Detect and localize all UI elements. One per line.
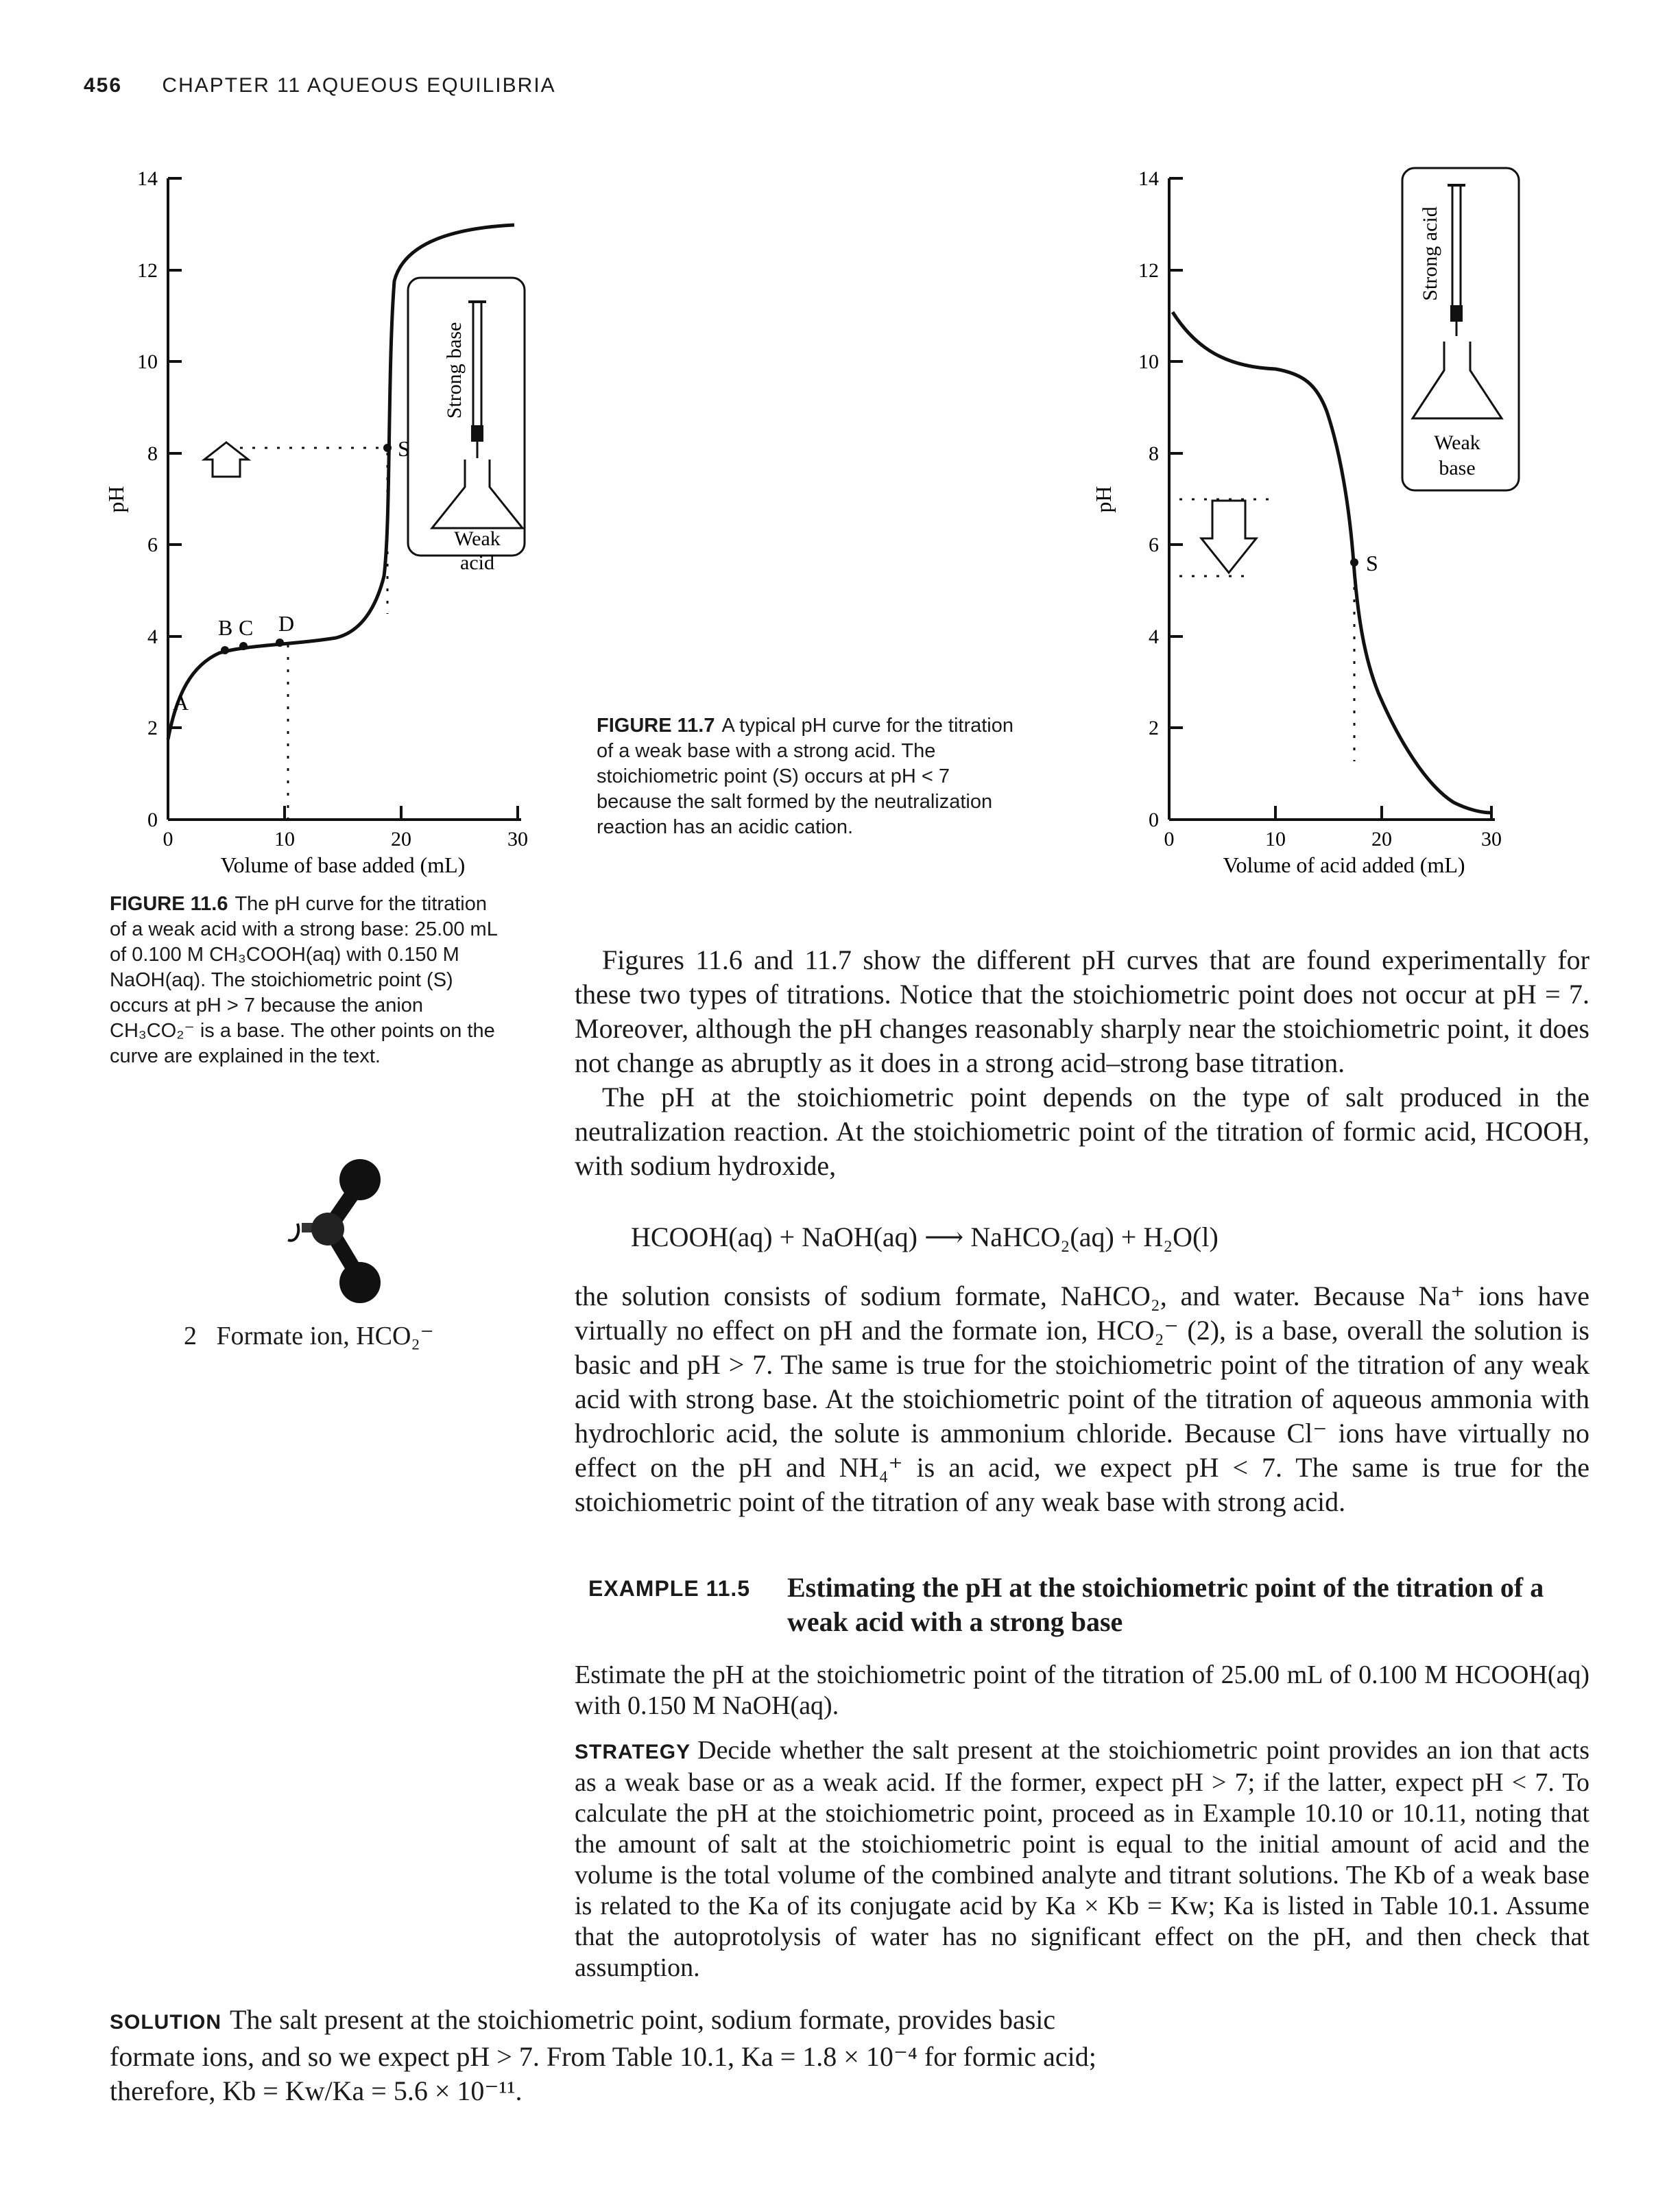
burette-label: Strong acid — [1419, 206, 1441, 300]
example-title: Estimating the pH at the stoichiometric … — [787, 1572, 1544, 1637]
y-tick: 6 — [1149, 534, 1159, 556]
y-tick: 8 — [1149, 442, 1159, 465]
caption-text: A typical pH curve for the titration of … — [597, 715, 1013, 838]
titration-curve — [166, 223, 515, 740]
x-tick: 20 — [1371, 828, 1392, 850]
y-tick: 14 — [1138, 167, 1159, 190]
chapter-title: CHAPTER 11 AQUEOUS EQUILIBRIA — [162, 74, 556, 97]
figure-11-6: 14 12 10 8 6 4 2 0 0 10 20 30 pH Volume … — [104, 167, 528, 877]
solution-label: SOLUTION — [110, 2011, 221, 2034]
titration-curve — [1171, 311, 1492, 815]
x-tick: 30 — [1481, 828, 1502, 850]
burette-label: Strong base — [443, 322, 466, 419]
y-tick: 8 — [147, 442, 158, 465]
caption-text: The pH curve for the titration of a weak… — [110, 893, 497, 1067]
y-tick: 0 — [147, 809, 158, 831]
solution-text: The salt present at the stoichiometric p… — [110, 2004, 1096, 2106]
point-label-s: S — [1366, 551, 1378, 575]
y-tick: 0 — [1149, 809, 1159, 831]
flask-label: base — [1439, 457, 1475, 479]
x-tick: 10 — [274, 828, 295, 850]
x-tick: 30 — [507, 828, 528, 850]
figure-11-7: 14 12 10 8 6 4 2 0 0 10 20 30 pH Volume … — [1091, 167, 1520, 877]
x-axis-label: Volume of acid added (mL) — [1223, 853, 1465, 877]
formate-ion-model — [287, 1159, 381, 1303]
x-tick: 20 — [391, 828, 411, 850]
page-number: 456 — [84, 74, 123, 97]
x-tick: 0 — [163, 828, 173, 850]
body-text: Figures 11.6 and 11.7 show the different… — [575, 943, 1589, 1183]
problem-text: Estimate the pH at the stoichiometric po… — [575, 1660, 1589, 1720]
arrow-down-icon — [1199, 499, 1259, 575]
y-tick: 10 — [1138, 350, 1159, 373]
y-tick: 10 — [137, 350, 158, 373]
strategy-text: Decide whether the salt present at the s… — [575, 1736, 1589, 1982]
y-tick: 2 — [1149, 717, 1159, 739]
point-label-b: B — [218, 615, 232, 640]
compound-number: 2 — [184, 1322, 197, 1350]
point-label-s: S — [398, 436, 410, 461]
y-tick: 12 — [1138, 259, 1159, 282]
y-tick: 4 — [147, 626, 158, 648]
paragraph: Figures 11.6 and 11.7 show the different… — [575, 944, 1589, 1078]
molecule-caption: 2 Formate ion, HCO₂⁻ — [184, 1320, 434, 1351]
y-tick: 12 — [137, 259, 158, 282]
x-axis-label: Volume of base added (mL) — [221, 853, 466, 877]
flask-label: Weak — [454, 527, 501, 550]
caption-label: FIGURE 11.7 — [597, 715, 715, 737]
y-axis-label: pH — [1091, 486, 1116, 512]
y-tick: 14 — [137, 167, 158, 190]
page-header: 456 CHAPTER 11 AQUEOUS EQUILIBRIA — [84, 74, 556, 97]
y-tick: 6 — [147, 534, 158, 556]
flask-label: acid — [460, 551, 494, 574]
y-tick: 2 — [147, 717, 158, 739]
example-tag: EXAMPLE 11.5 — [588, 1576, 751, 1601]
point-label-d: D — [278, 611, 294, 636]
example-problem: Estimate the pH at the stoichiometric po… — [575, 1660, 1589, 1722]
paragraph: the solution consists of sodium formate,… — [575, 1280, 1589, 1517]
chemical-equation: HCOOH(aq) + NaOH(aq) ⟶ NaHCO₂(aq) + H₂O(… — [631, 1222, 1219, 1252]
y-tick: 4 — [1149, 626, 1159, 648]
x-tick: 10 — [1265, 828, 1286, 850]
strategy-label: STRATEGY — [575, 1741, 691, 1763]
caption-label: FIGURE 11.6 — [110, 893, 228, 915]
flask-label: Weak — [1434, 431, 1480, 454]
paragraph: The pH at the stoichiometric point depen… — [575, 1082, 1589, 1181]
body-text: the solution consists of sodium formate,… — [575, 1279, 1589, 1519]
y-axis-label: pH — [104, 486, 128, 512]
arrow-up-icon — [201, 441, 252, 478]
point-label-c: C — [239, 615, 253, 640]
point-label-a: A — [173, 690, 189, 715]
x-tick: 0 — [1164, 828, 1175, 850]
compound-name: Formate ion, HCO₂⁻ — [216, 1322, 434, 1350]
